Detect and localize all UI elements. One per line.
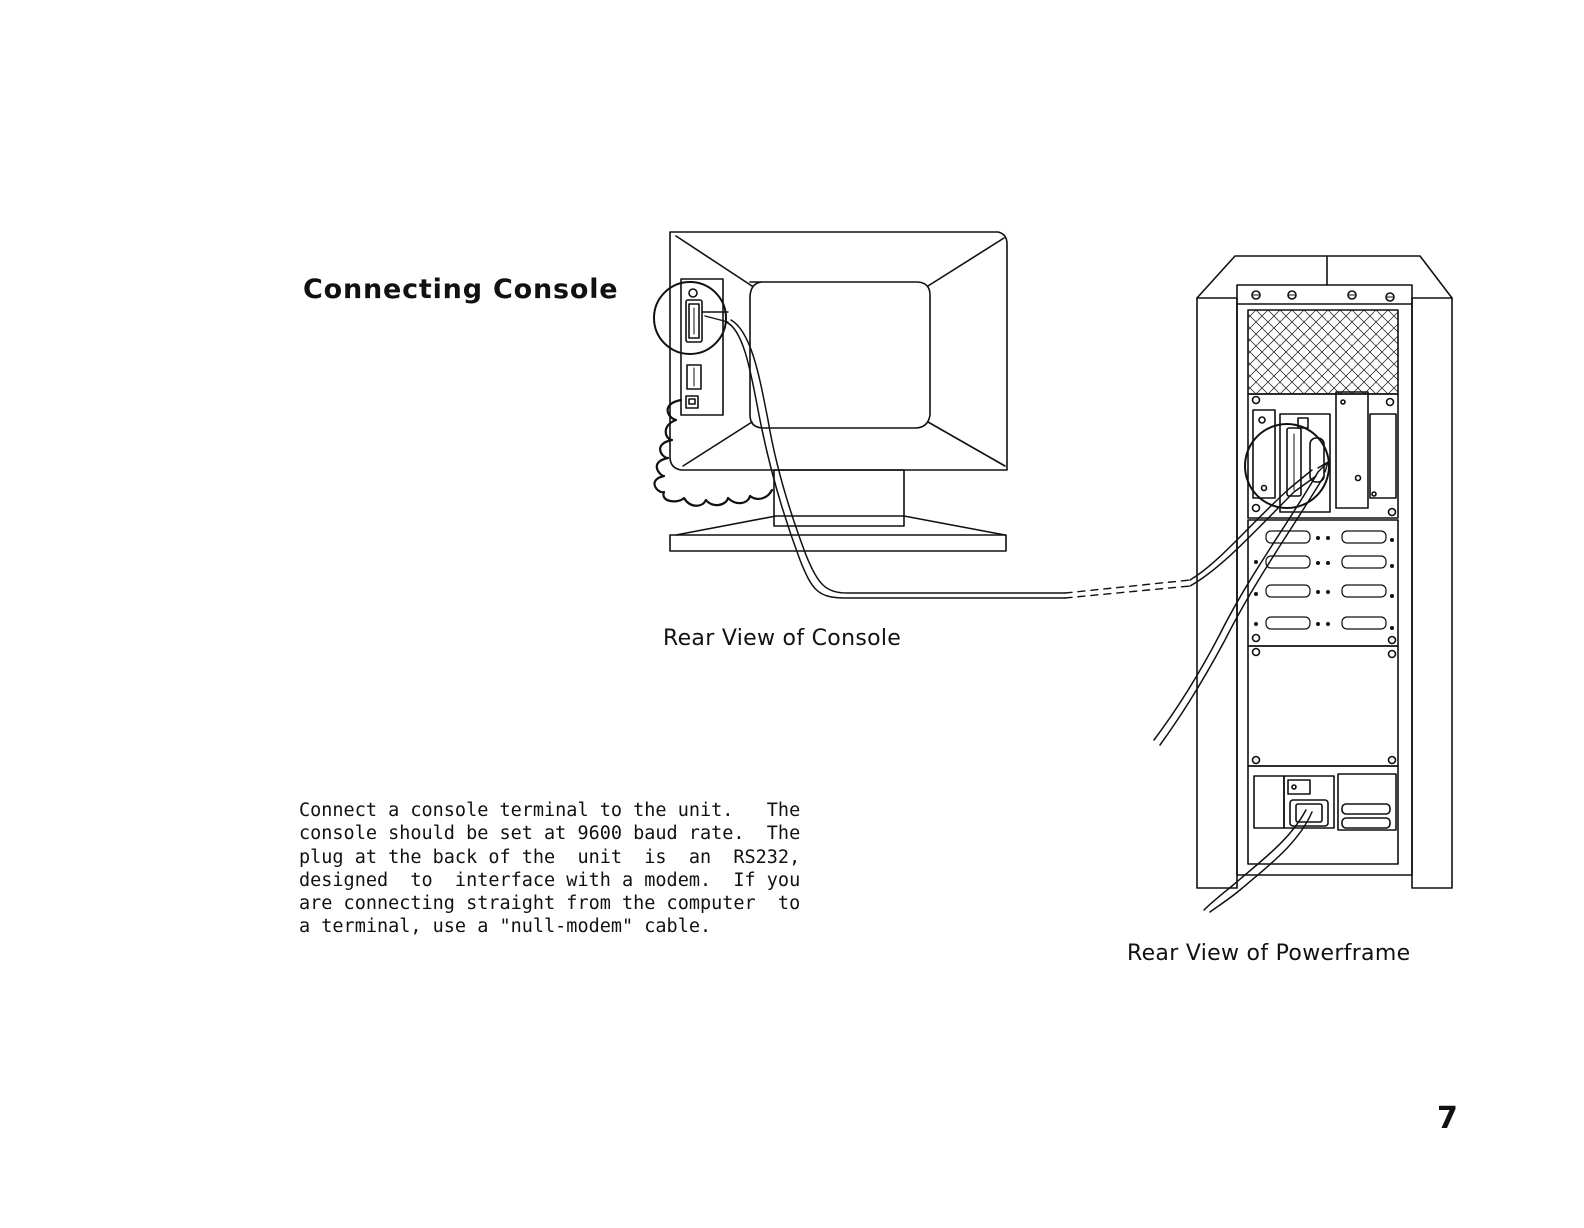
null-modem-cable [1065,580,1190,598]
console-drawing [654,232,1065,598]
serial-ports [1266,531,1386,629]
paragraph-line: plug at the back of the unit is an RS232… [299,846,801,868]
page-number: 7 [1437,1101,1458,1136]
instruction-paragraph: Connect a console terminal to the unit. … [299,799,819,939]
paragraph-line: Connect a console terminal to the unit. … [299,800,801,821]
console-caption: Rear View of Console [663,626,902,651]
section-title: Connecting Console [303,274,619,305]
paragraph-line: designed to interface with a modem. If y… [299,869,801,891]
paragraph-line: console should be set at 9600 baud rate.… [299,823,801,845]
paragraph-line: a terminal, use a "null-modem" cable. [299,916,712,938]
paragraph-line: are connecting straight from the compute… [299,893,801,915]
powerframe-caption: Rear View of Powerframe [1127,941,1411,966]
powerframe-drawing [1154,256,1452,912]
